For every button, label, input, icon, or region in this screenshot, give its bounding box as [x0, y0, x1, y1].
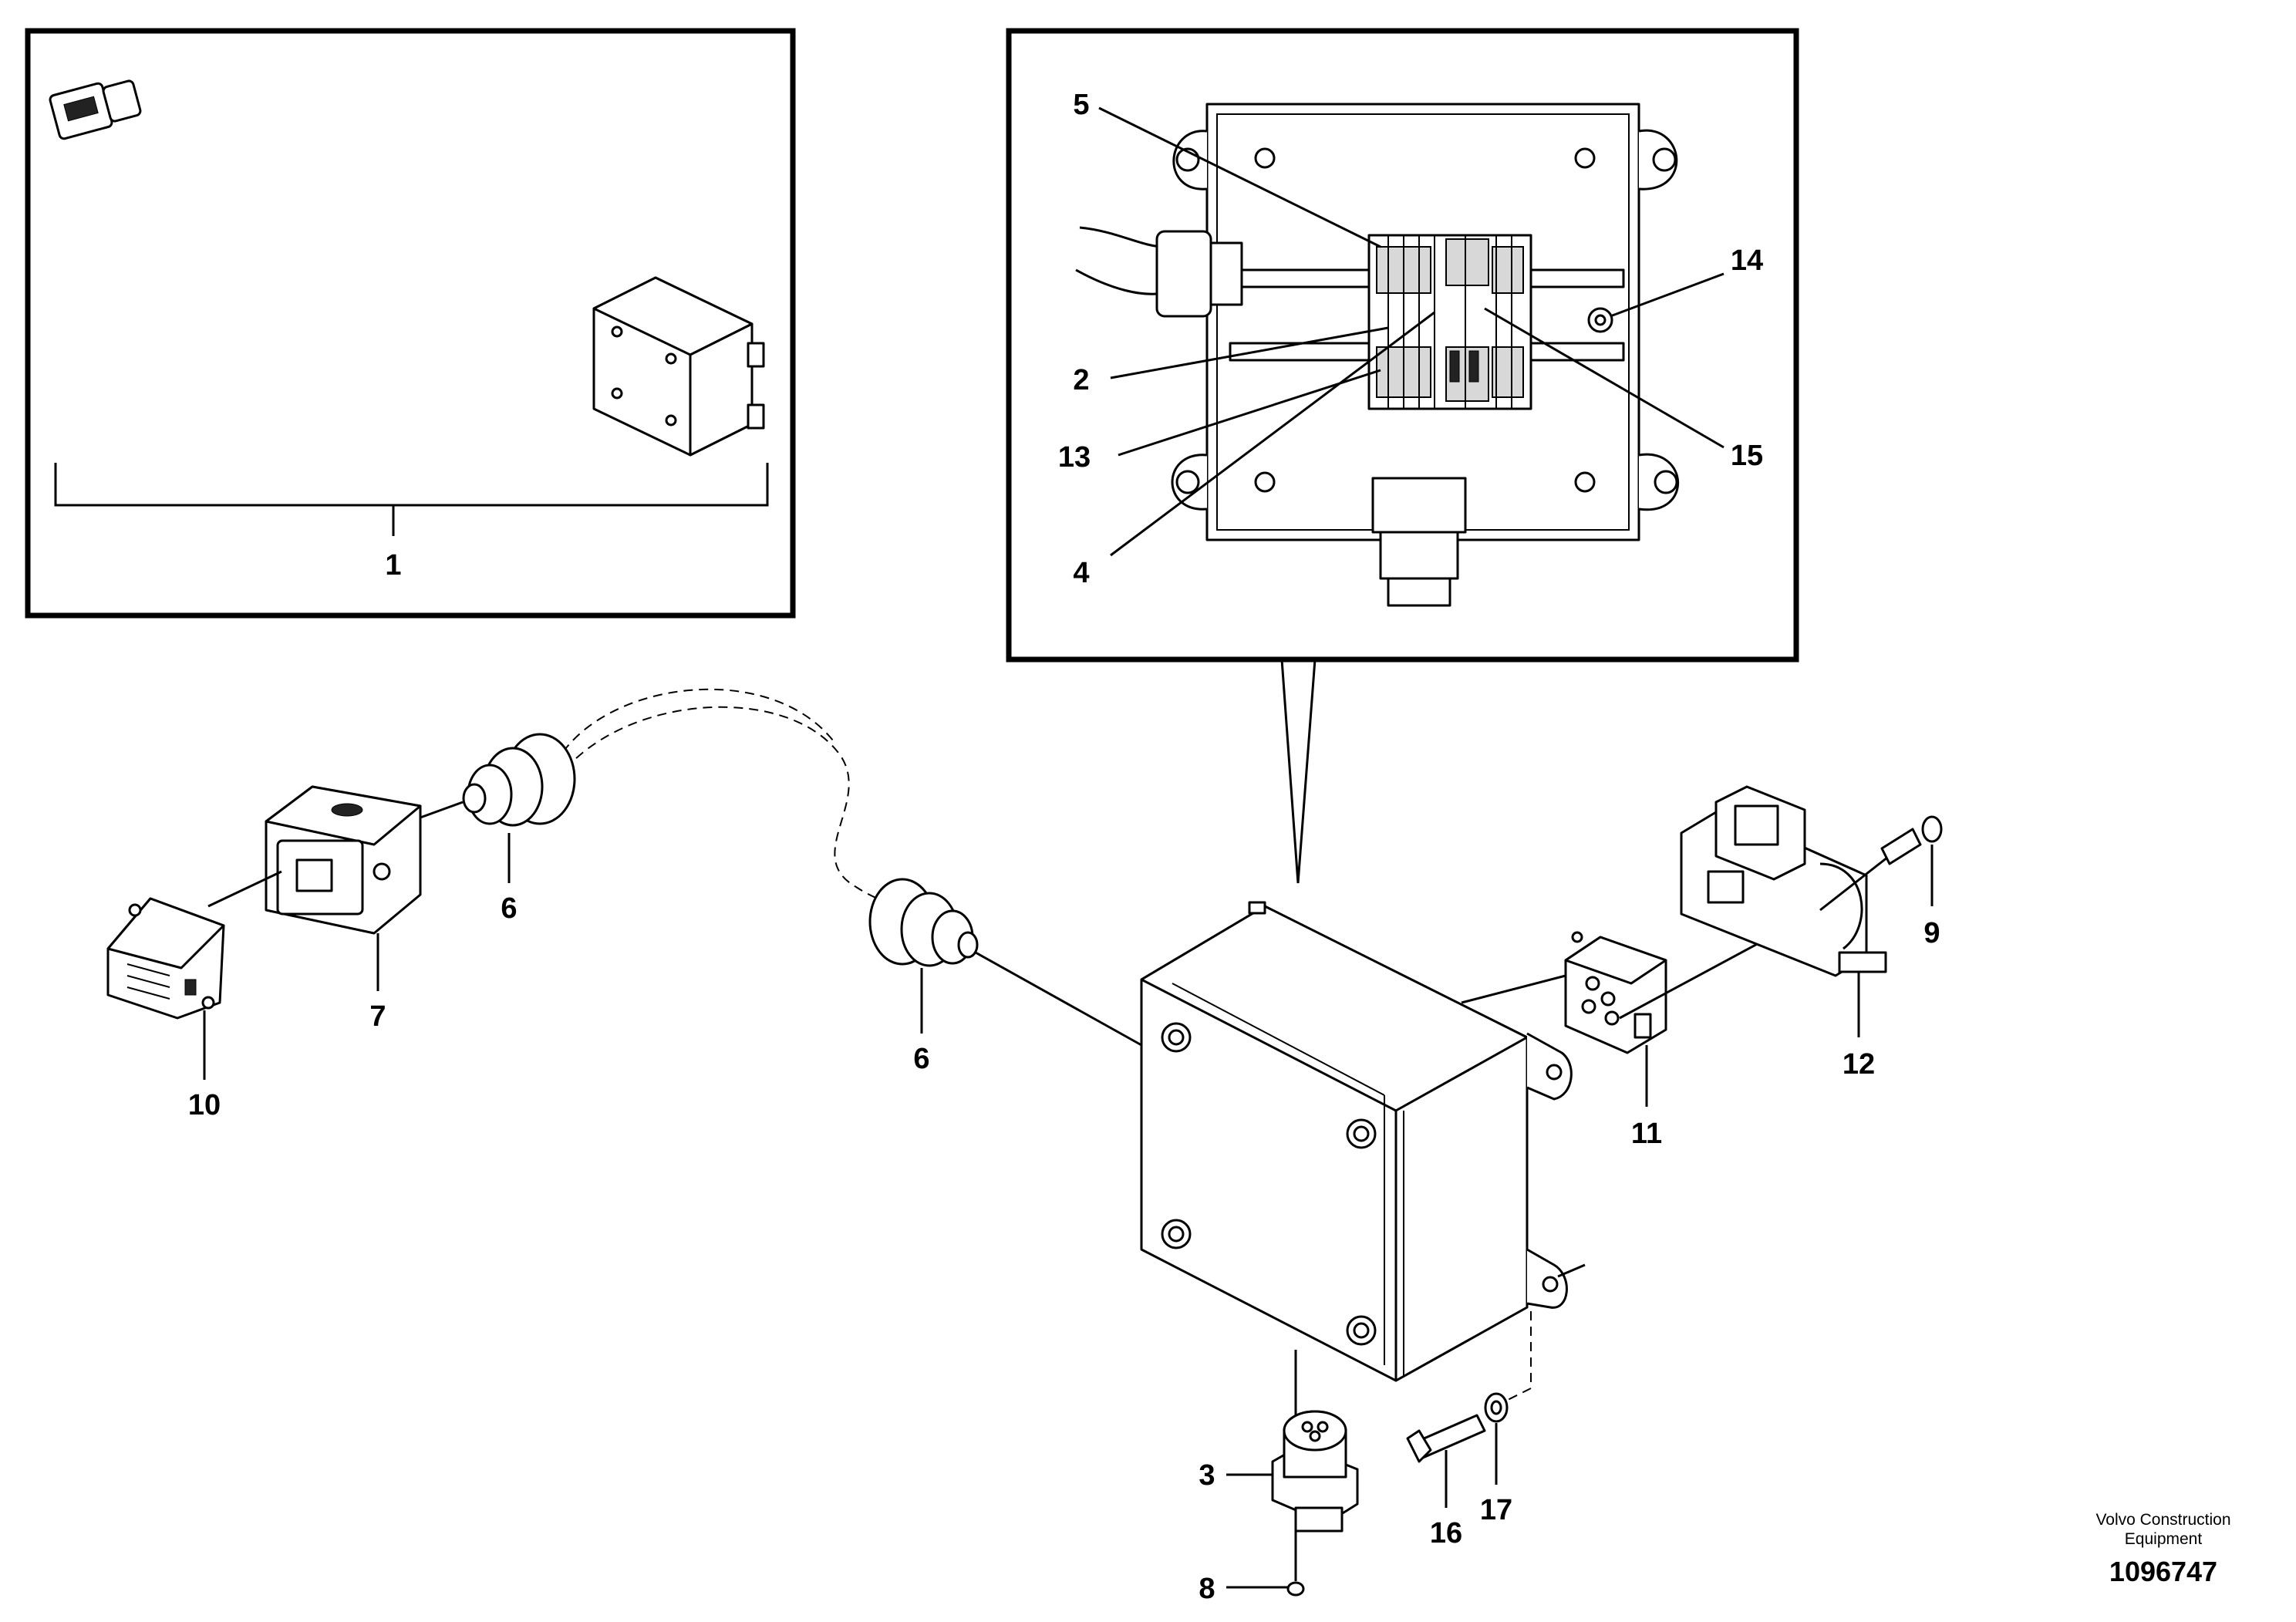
callout-3: 3 [1199, 1459, 1215, 1492]
callout-7: 7 [369, 1000, 386, 1033]
connector-insert [106, 897, 225, 1020]
screw-8 [1286, 1512, 1305, 1597]
leader-14 [1610, 272, 1725, 318]
bolt-16 [1406, 1414, 1486, 1463]
document-number: 1096747 [2109, 1556, 2217, 1587]
cable-gland-upper [462, 733, 576, 827]
inset-pointer [1280, 659, 1317, 884]
washer-17 [1484, 1392, 1509, 1423]
brand-line-1: Volvo Construction [2095, 1511, 2230, 1529]
mounting-ears [1171, 129, 1680, 511]
brand-line-2: Equipment [2125, 1530, 2203, 1548]
callout-4: 4 [1073, 557, 1089, 589]
callout-10: 10 [188, 1089, 221, 1121]
callout-6-lower: 6 [913, 1043, 929, 1075]
socket-insert [1564, 931, 1667, 1054]
harness-plug [49, 79, 142, 140]
callout-2: 2 [1073, 364, 1089, 396]
callout-17: 17 [1480, 1494, 1512, 1526]
leader-15 [1484, 307, 1725, 449]
callout-8: 8 [1199, 1573, 1215, 1605]
receptacle-3 [1271, 1350, 1359, 1533]
inset-box-interior [1006, 28, 1799, 663]
callout-15: 15 [1731, 440, 1763, 472]
callout-1: 1 [385, 549, 401, 582]
harness-junction-box [592, 276, 765, 457]
cable-route-dashed [547, 706, 926, 919]
socket-housing [1680, 785, 1887, 977]
leader-4 [1110, 311, 1435, 557]
callout-13: 13 [1058, 441, 1091, 474]
cable-route-dashed-2 [562, 688, 834, 753]
leader-5 [1098, 106, 1381, 248]
callout-6-upper: 6 [501, 892, 517, 925]
connector-hood [265, 785, 422, 935]
callout-9: 9 [1923, 917, 1940, 949]
callout-11: 11 [1631, 1118, 1662, 1150]
terminal-blocks [1367, 234, 1532, 410]
screw-9 [1819, 815, 1943, 912]
main-junction-box [1140, 901, 1573, 1382]
callout-14: 14 [1731, 244, 1763, 277]
callout-16: 16 [1430, 1517, 1462, 1549]
callout-5: 5 [1073, 89, 1089, 121]
leader-2 [1110, 326, 1389, 379]
inset-harness-assembly [25, 28, 796, 619]
callout-12: 12 [1843, 1048, 1875, 1081]
cable-gland-lower [868, 878, 979, 967]
